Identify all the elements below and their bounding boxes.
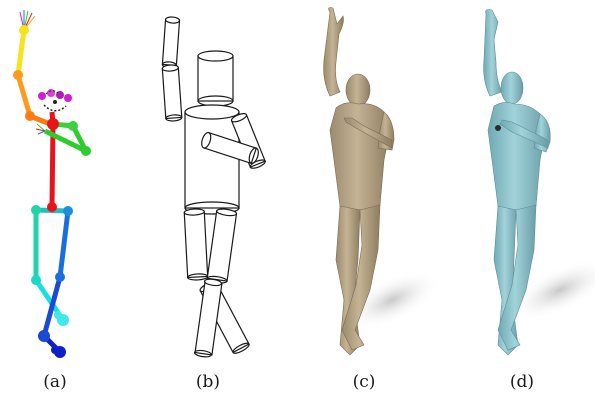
hand-marker xyxy=(495,125,501,131)
cylinder-forearm xyxy=(162,65,182,122)
cylinder-hand xyxy=(162,17,180,69)
skeleton-panel xyxy=(13,10,91,358)
panel-caption-d: (d) xyxy=(492,372,552,392)
skeleton-left-hand-fingers xyxy=(36,124,45,134)
skeleton-hand-bone xyxy=(18,30,24,75)
tan-mesh-panel xyxy=(324,8,449,356)
skeleton-face xyxy=(38,89,72,111)
cylinder-panel xyxy=(162,17,266,358)
panel-caption-c: (c) xyxy=(334,372,394,392)
skeleton-left-shin xyxy=(44,277,60,336)
skeleton-left-thigh xyxy=(60,211,68,277)
cylinder-torso xyxy=(185,105,239,214)
panel-caption-b: (b) xyxy=(178,372,238,392)
cylinder-head xyxy=(198,51,233,106)
panel-caption-a: (a) xyxy=(25,372,85,392)
cylinder-right-thigh xyxy=(184,209,208,281)
cylinder-left-thigh xyxy=(207,208,237,284)
blue-mesh-panel xyxy=(484,10,595,356)
skeleton-forearm-bone xyxy=(18,75,30,116)
